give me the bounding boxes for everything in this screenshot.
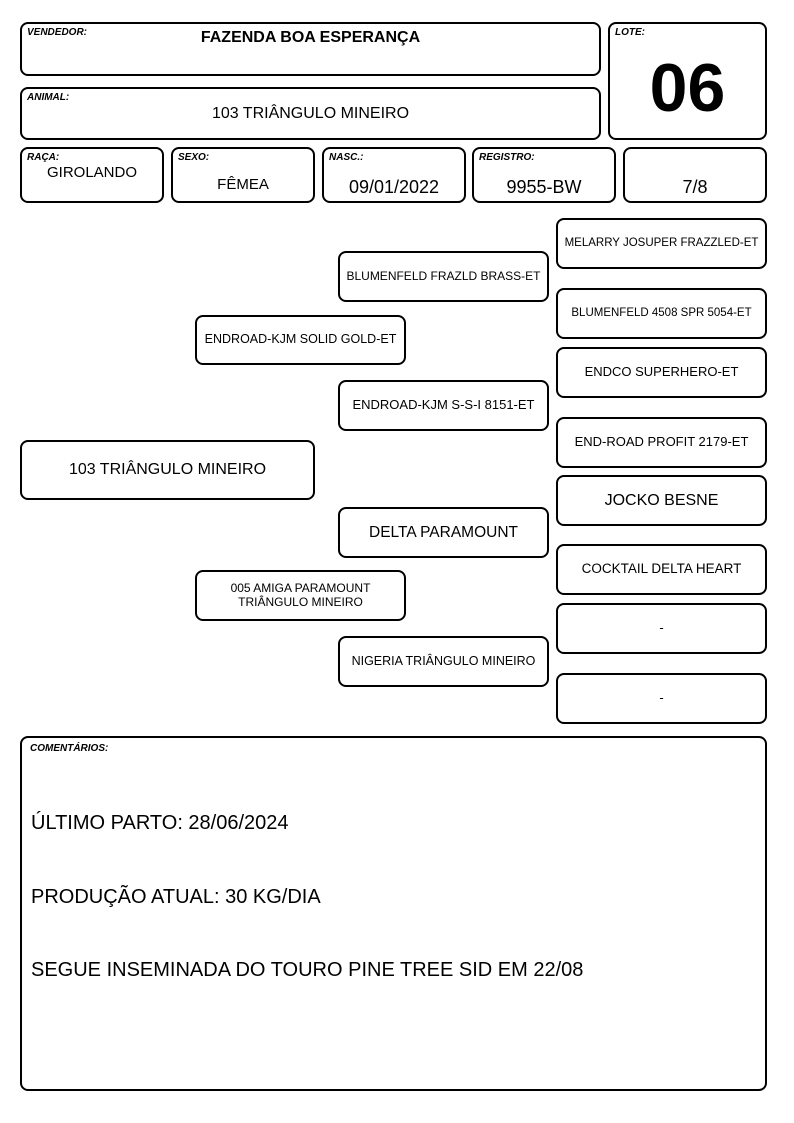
lote-value: 06 bbox=[649, 50, 726, 126]
vendedor-value: FAZENDA BOA ESPERANÇA bbox=[200, 29, 421, 46]
comments-text: ÚLTIMO PARTO: 28/06/2024 PRODUÇÃO ATUAL:… bbox=[31, 762, 583, 1032]
pedigree-dds: - bbox=[556, 603, 767, 654]
animal-box: ANIMAL: 103 TRIÂNGULO MINEIRO bbox=[20, 87, 601, 140]
comment-line: ÚLTIMO PARTO: 28/06/2024 bbox=[31, 812, 289, 834]
lote-label: LOTE: bbox=[615, 27, 645, 38]
grau-sangue-box: 7/8 bbox=[623, 147, 767, 203]
comment-line: SEGUE INSEMINADA DO TOURO PINE TREE SID … bbox=[31, 959, 584, 981]
pedigree-animal: 103 TRIÂNGULO MINEIRO bbox=[20, 440, 315, 500]
pedigree-dam: 005 AMIGA PARAMOUNT TRIÂNGULO MINEIRO bbox=[195, 570, 406, 621]
nasc-box: NASC.: 09/01/2022 bbox=[322, 147, 466, 203]
pedigree-ddd: - bbox=[556, 673, 767, 724]
sexo-value: FÊMEA bbox=[217, 176, 269, 193]
registro-box: REGISTRO: 9955-BW bbox=[472, 147, 616, 203]
animal-label: ANIMAL: bbox=[27, 92, 70, 103]
raca-value: GIROLANDO bbox=[46, 164, 137, 181]
comments-label: COMENTÁRIOS: bbox=[30, 743, 109, 754]
pedigree-dam-dam: NIGERIA TRIÂNGULO MINEIRO bbox=[338, 636, 549, 687]
pedigree-ssd: BLUMENFELD 4508 SPR 5054-ET bbox=[556, 288, 767, 339]
registro-value: 9955-BW bbox=[506, 177, 582, 197]
sexo-box: SEXO: FÊMEA bbox=[171, 147, 315, 203]
sexo-label: SEXO: bbox=[178, 152, 210, 163]
comment-line: PRODUÇÃO ATUAL: 30 KG/DIA bbox=[31, 885, 321, 908]
vendedor-box: VENDEDOR: FAZENDA BOA ESPERANÇA bbox=[20, 22, 601, 76]
animal-value: 103 TRIÂNGULO MINEIRO bbox=[211, 105, 410, 122]
pedigree-sds: ENDCO SUPERHERO-ET bbox=[556, 347, 767, 398]
raca-box: RAÇA: GIROLANDO bbox=[20, 147, 164, 203]
pedigree-sdd: END-ROAD PROFIT 2179-ET bbox=[556, 417, 767, 468]
pedigree-sire: ENDROAD-KJM SOLID GOLD-ET bbox=[195, 315, 406, 365]
registro-label: REGISTRO: bbox=[479, 152, 535, 163]
nasc-value: 09/01/2022 bbox=[348, 177, 440, 197]
pedigree-dam-sire: DELTA PARAMOUNT bbox=[338, 507, 549, 558]
pedigree-dsd: COCKTAIL DELTA HEART bbox=[556, 544, 767, 595]
vendedor-label: VENDEDOR: bbox=[27, 27, 88, 38]
pedigree-dss: JOCKO BESNE bbox=[556, 475, 767, 526]
nasc-label: NASC.: bbox=[329, 152, 364, 163]
raca-label: RAÇA: bbox=[27, 152, 60, 163]
grau-sangue-value: 7/8 bbox=[682, 177, 708, 197]
pedigree-sss: MELARRY JOSUPER FRAZZLED-ET bbox=[556, 218, 767, 269]
comments-box: COMENTÁRIOS: ÚLTIMO PARTO: 28/06/2024 PR… bbox=[20, 736, 767, 1091]
pedigree-sire-dam: ENDROAD-KJM S-S-I 8151-ET bbox=[338, 380, 549, 431]
pedigree-sire-sire: BLUMENFELD FRAZLD BRASS-ET bbox=[338, 251, 549, 302]
lote-box: LOTE: 06 bbox=[608, 22, 767, 140]
